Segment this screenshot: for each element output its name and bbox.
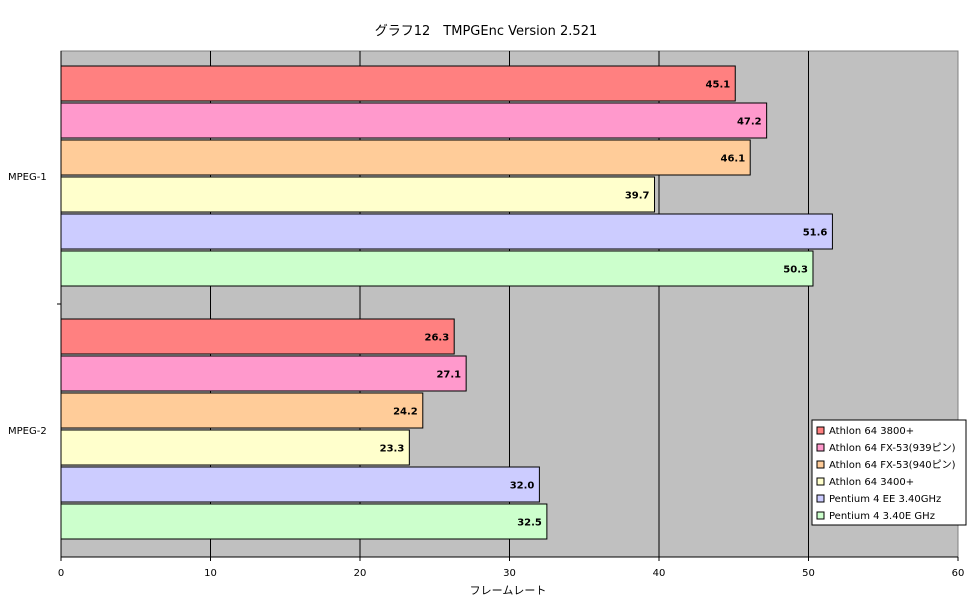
legend-swatch-3 — [816, 477, 825, 486]
x-tick-label-10: 10 — [204, 568, 217, 579]
legend-swatch-4 — [816, 494, 825, 503]
data-label-mpeg-1-series-2: 46.1 — [721, 154, 746, 165]
data-label-mpeg-2-series-0: 26.3 — [424, 333, 449, 344]
bar-mpeg-1-series-1 — [60, 102, 768, 139]
bar-mpeg-1-series-5 — [60, 250, 814, 287]
bar-mpeg-1-series-4 — [60, 213, 833, 250]
bar-mpeg-2-series-0 — [60, 318, 455, 355]
bar-mpeg-2-series-4 — [60, 466, 540, 503]
bar-mpeg-2-series-1 — [60, 355, 467, 392]
legend-box — [811, 419, 967, 526]
x-tick-label-20: 20 — [354, 568, 367, 579]
legend-swatch-2 — [816, 460, 825, 469]
bar-mpeg-1-series-2 — [60, 139, 751, 176]
legend-entry-5: Pentium 4 3.40E GHz — [829, 511, 935, 522]
x-tick-label-50: 50 — [802, 568, 815, 579]
data-label-mpeg-2-series-1: 27.1 — [436, 370, 461, 381]
legend-swatch-1 — [816, 443, 825, 452]
data-label-mpeg-1-series-1: 47.2 — [737, 117, 762, 128]
data-label-mpeg-2-series-4: 32.0 — [510, 481, 535, 492]
bar-mpeg-2-series-5 — [60, 503, 548, 540]
category-label-mpeg-1: MPEG-1 — [8, 172, 47, 183]
x-tick-label-0: 0 — [58, 568, 64, 579]
x-tick-label-30: 30 — [503, 568, 516, 579]
data-label-mpeg-2-series-2: 24.2 — [393, 407, 418, 418]
legend-entry-2: Athlon 64 FX-53(940ピン) — [829, 459, 956, 471]
data-label-mpeg-1-series-5: 50.3 — [783, 265, 808, 276]
x-axis-label: フレームレート — [470, 584, 547, 597]
chart-title: グラフ12 TMPGEnc Version 2.521 — [375, 24, 598, 39]
bar-mpeg-1-series-3 — [60, 176, 656, 213]
data-label-mpeg-1-series-4: 51.6 — [803, 228, 828, 239]
legend-entry-1: Athlon 64 FX-53(939ピン) — [829, 442, 956, 454]
legend-entry-0: Athlon 64 3800+ — [829, 426, 914, 437]
bar-mpeg-1-series-0 — [60, 65, 736, 102]
data-label-mpeg-2-series-5: 32.5 — [517, 518, 542, 529]
data-label-mpeg-2-series-3: 23.3 — [380, 444, 405, 455]
category-label-mpeg-2: MPEG-2 — [8, 426, 47, 437]
legend-entry-4: Pentium 4 EE 3.40GHz — [829, 494, 941, 505]
legend-entry-3: Athlon 64 3400+ — [829, 477, 914, 488]
legend: Athlon 64 3800+ Athlon 64 FX-53(939ピン) Ath… — [811, 419, 967, 526]
data-label-mpeg-1-series-3: 39.7 — [625, 191, 650, 202]
bar-mpeg-2-series-2 — [60, 392, 424, 429]
legend-swatch-0 — [816, 426, 825, 435]
bar-mpeg-2-series-3 — [60, 429, 410, 466]
x-tick-label-60: 60 — [952, 568, 965, 579]
legend-swatch-5 — [816, 511, 825, 520]
data-label-mpeg-1-series-0: 45.1 — [706, 80, 731, 91]
x-tick-label-40: 40 — [653, 568, 666, 579]
